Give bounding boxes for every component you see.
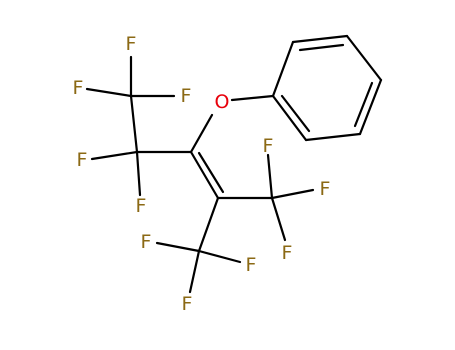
bond-c4-c6 <box>197 196 220 253</box>
bond-c5-f <box>270 196 287 242</box>
bond-ring-double <box>353 81 374 128</box>
bond-ring <box>291 34 349 44</box>
bond-c6-f <box>188 249 201 294</box>
bond-c5-f <box>266 153 274 200</box>
bond-c3-c4-double <box>197 151 225 194</box>
atom-label-f: F <box>246 254 257 276</box>
atom-label-f: F <box>182 293 193 315</box>
bond-c3-o <box>189 113 214 154</box>
bond-layer <box>85 34 383 294</box>
bond-c5-f <box>270 188 315 200</box>
bond-ring <box>358 78 383 136</box>
bond-ring <box>304 132 362 142</box>
bond-c1-f <box>85 87 133 98</box>
bond-c2-f <box>90 150 139 161</box>
atom-label-f: F <box>320 178 331 200</box>
bond-ring <box>271 40 295 98</box>
atom-label-f: F <box>263 135 274 157</box>
atom-label-f: F <box>141 231 152 253</box>
bond-c6-f <box>155 241 201 253</box>
bond-ring-double <box>298 43 345 52</box>
bond-c6-f <box>197 249 242 264</box>
atom-label-f: F <box>181 85 192 107</box>
bond-o-ph <box>230 94 275 102</box>
bond-c2-f <box>135 150 142 197</box>
atom-label-o: O <box>215 91 230 113</box>
atom-label-f: F <box>282 242 293 264</box>
atom-label-f: F <box>73 77 84 99</box>
bond-c1-c2 <box>129 94 139 154</box>
atom-label-layer: F F F F F F F F F F F O <box>73 33 331 315</box>
bond-ring <box>345 34 383 82</box>
bond-ring <box>271 94 308 142</box>
atom-label-f: F <box>126 33 137 55</box>
bond-c3-c4 <box>189 150 220 200</box>
atom-label-f: F <box>136 195 147 217</box>
bond-ring-double <box>280 94 311 133</box>
atom-label-f: F <box>77 149 88 171</box>
